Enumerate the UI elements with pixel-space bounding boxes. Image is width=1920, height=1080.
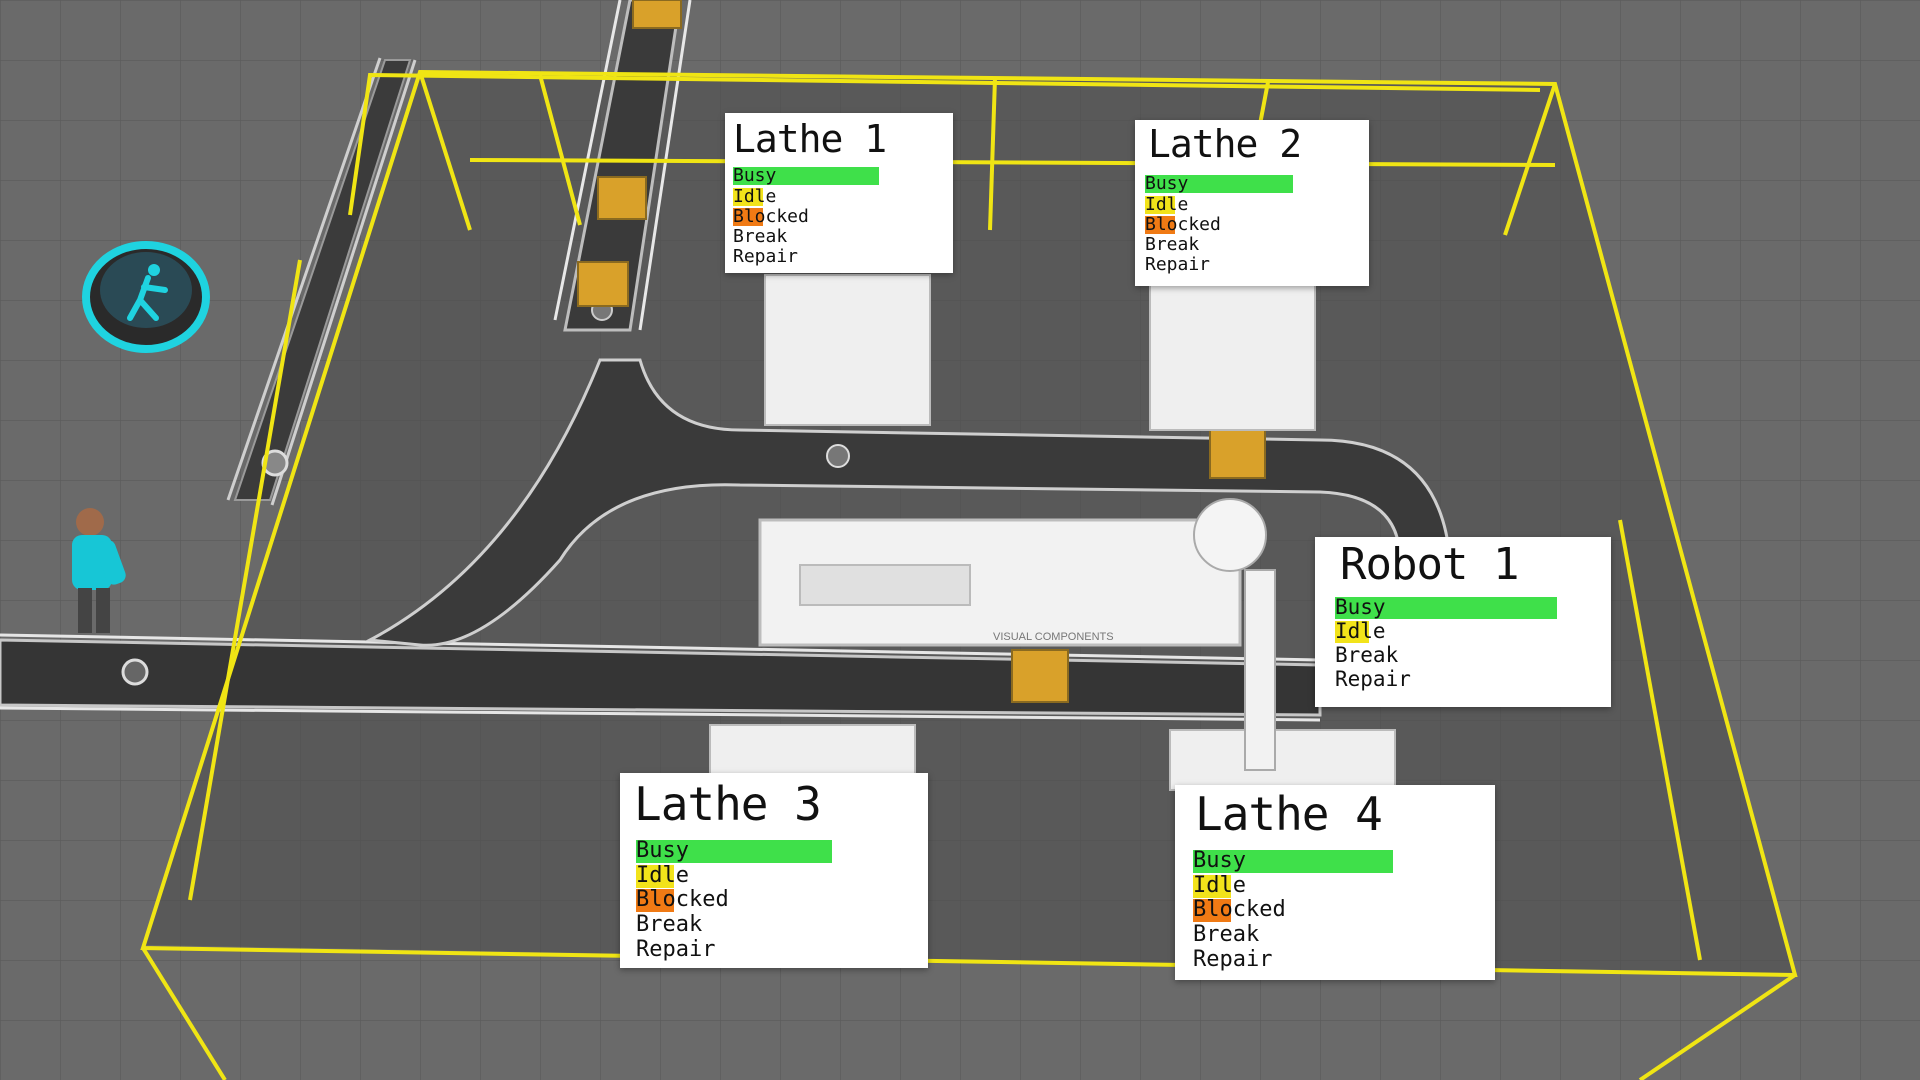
operator[interactable] (72, 508, 128, 633)
tote[interactable] (577, 261, 629, 307)
idle-bar (1335, 621, 1369, 643)
state-break: Break (733, 226, 788, 247)
walking-person-icon[interactable] (82, 241, 210, 353)
panel-title: Lathe 4 (1195, 787, 1383, 841)
lathe-2-machine[interactable] (1149, 284, 1316, 431)
state-break: Break (1145, 234, 1200, 255)
lathe-1-machine[interactable] (764, 274, 931, 426)
tote[interactable] (1011, 649, 1069, 703)
blocked-bar (733, 208, 763, 226)
state-busy: Busy (1335, 595, 1565, 619)
panel-title: Lathe 3 (634, 777, 822, 831)
lathe-4-status-panel: Lathe 4 Busy Idle Blocked Break Repair (1175, 785, 1495, 980)
state-break: Break (636, 912, 703, 937)
tote[interactable] (1209, 427, 1266, 479)
panel-title: Robot 1 (1340, 539, 1519, 590)
tote[interactable] (597, 176, 647, 220)
lathe-3-status-panel: Lathe 3 Busy Idle Blocked Break Repair (620, 773, 928, 968)
idle-bar (733, 188, 763, 206)
state-repair: Repair (1335, 667, 1411, 691)
state-idle: Idle (636, 863, 689, 888)
panel-title: Lathe 1 (733, 117, 887, 161)
state-idle: Idle (733, 186, 777, 207)
logo: VISUAL COMPONENTS (993, 631, 1114, 643)
busy-bar (1193, 850, 1393, 873)
blocked-bar (1145, 216, 1175, 234)
state-break: Break (1193, 922, 1260, 947)
state-idle: Idle (1145, 194, 1189, 215)
state-blocked: Blocked (1145, 214, 1221, 235)
state-blocked: Blocked (636, 887, 729, 912)
state-idle: Idle (1335, 619, 1386, 643)
state-repair: Repair (733, 246, 799, 267)
blocked-bar (636, 889, 674, 912)
busy-bar (636, 840, 832, 863)
state-busy: Busy (636, 838, 836, 863)
state-idle: Idle (1193, 873, 1246, 898)
state-blocked: Blocked (1193, 897, 1286, 922)
state-repair: Repair (1145, 254, 1211, 275)
state-repair: Repair (636, 937, 716, 962)
busy-bar (1335, 597, 1557, 619)
state-repair: Repair (1193, 947, 1273, 972)
idle-bar (636, 865, 674, 888)
lathe-1-status-panel: Lathe 1 Busy Idle Blocked Break Repair (725, 113, 953, 273)
lathe-2-status-panel: Lathe 2 Busy Idle Blocked Break Repair (1135, 120, 1369, 286)
robot-1-gantry[interactable]: VISUAL COMPONENTS (758, 498, 1276, 771)
idle-bar (1145, 196, 1175, 214)
blocked-bar (1193, 899, 1231, 922)
robot-1-status-panel: Robot 1 Busy Idle Break Repair (1315, 537, 1611, 707)
busy-bar (1145, 175, 1293, 193)
state-blocked: Blocked (733, 206, 809, 227)
idle-bar (1193, 875, 1231, 898)
panel-title: Lathe 2 (1148, 122, 1302, 166)
state-busy: Busy (733, 165, 893, 186)
tote[interactable] (632, 0, 682, 29)
state-busy: Busy (1193, 848, 1393, 873)
lathe-4-machine[interactable] (1169, 729, 1396, 791)
state-break: Break (1335, 643, 1399, 667)
busy-bar (733, 167, 879, 185)
safety-fence (140, 69, 1798, 1080)
state-busy: Busy (1145, 173, 1305, 194)
